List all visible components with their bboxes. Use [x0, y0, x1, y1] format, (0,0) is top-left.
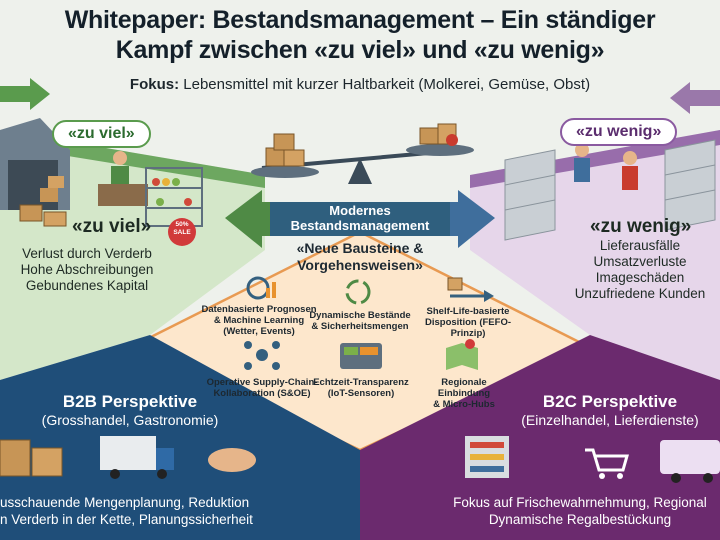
feature-echtzeit: Echtzeit-Transparenz (IoT-Sensoren)	[308, 377, 414, 399]
feature-line: & Sicherheitsmengen	[311, 321, 409, 332]
new-blocks-title-line1: «Neue Bausteine &	[296, 240, 424, 256]
feature-regional: Regionale Einbindung & Micro-Hubs	[414, 377, 514, 410]
feature-line: & Machine Learning	[213, 315, 305, 326]
sale-tag-label: 50% SALE	[173, 221, 191, 236]
page-title-line2: Kampf zwischen «zu viel» und «zu wenig»	[115, 36, 605, 64]
zu-wenig-item: Unzufriedene Kunden	[574, 286, 706, 301]
b2c-desc-line1: Fokus auf Frischewahrnehmung, Regional	[453, 495, 707, 510]
b2c-subheading: (Einzelhandel, Lieferdienste)	[521, 412, 699, 428]
feature-line: & Micro-Hubs	[433, 399, 495, 410]
feature-line: Shelf-Life-basierte	[426, 306, 510, 317]
center-label-line1: Modernes	[329, 203, 391, 218]
empty-shelves-icon	[504, 139, 716, 241]
cycle-arrows-icon	[345, 279, 371, 305]
feature-prognosen: Datenbasierte Prognosen & Machine Learni…	[200, 304, 318, 337]
feature-line: Disposition (FEFO-Prinzip)	[424, 317, 512, 339]
sale-tag-icon	[168, 218, 196, 246]
feature-dynamische-bestaende: Dynamische Bestände & Sicherheitsmengen	[304, 310, 416, 332]
zu-viel-item: Gebundenes Kapital	[25, 278, 149, 293]
subtitle-label: Fokus:	[129, 76, 180, 93]
b2b-heading: B2B Perspektive	[62, 392, 198, 411]
zu-viel-heading: «zu viel»	[72, 216, 152, 237]
center-label-line2: Bestandsmanagement	[290, 218, 430, 233]
feature-line: Regionale Einbindung	[437, 377, 491, 399]
zu-wenig-heading: «zu wenig»	[590, 216, 692, 237]
truck-icon	[100, 436, 174, 479]
b2c-heading: B2C Perspektive	[542, 392, 678, 411]
new-blocks-title-line2: Vorgehensweisen»	[297, 257, 423, 273]
feature-shelf-life: Shelf-Life-basierte Disposition (FEFO-Pr…	[408, 306, 528, 339]
boxes-icon	[19, 204, 67, 227]
handshake-icon	[208, 448, 256, 472]
b2b-subheading: (Grosshandel, Gastronomie)	[41, 412, 219, 428]
dashboard-icon	[340, 343, 382, 369]
warehouse-icon	[0, 118, 70, 210]
b2b-description: usschauende Mengenplanung, Reduktion n V…	[0, 494, 320, 528]
arrow-right-icon	[0, 78, 50, 110]
zu-wenig-pill: «zu wenig»	[560, 118, 678, 146]
store-shelf-icon	[465, 436, 509, 478]
pallet-boxes-icon	[0, 439, 63, 477]
shopping-cart-icon	[585, 448, 629, 479]
b2b-desc-line1: usschauende Mengenplanung, Reduktion	[0, 495, 250, 510]
feature-kollaboration: Operative Supply-Chain- Kollaboration (S…	[202, 377, 322, 399]
feature-line: (IoT-Sensoren)	[327, 388, 395, 399]
feature-line: Kollaboration (S&OE)	[213, 388, 311, 399]
customer-icon	[574, 143, 638, 190]
zu-viel-list: Verlust durch Verderb Hohe Abschreibunge…	[0, 246, 174, 294]
arrow-left-icon	[670, 82, 720, 114]
b2b-panel	[0, 335, 360, 540]
zu-wenig-item: Lieferausfälle	[599, 238, 681, 253]
zu-viel-item: Verlust durch Verderb	[22, 246, 152, 261]
zu-wenig-item: Umsatzverluste	[593, 254, 687, 269]
b2c-panel	[360, 335, 720, 540]
gear-chart-icon	[246, 276, 276, 300]
subtitle: Fokus: Lebensmittel mit kurzer Haltbarke…	[0, 76, 720, 93]
center-arrow-label: Modernes Bestandsmanagement	[270, 203, 450, 233]
double-arrow	[225, 190, 495, 248]
page-title-line1: Whitepaper: Bestandsmanagement – Ein stä…	[64, 6, 656, 34]
feature-line: Operative Supply-Chain-	[206, 377, 318, 388]
network-icon	[244, 341, 280, 370]
balance-scale-icon	[251, 123, 474, 184]
b2b-desc-line2: n Verderb in der Kette, Planungssicherhe…	[0, 512, 253, 527]
new-blocks-title: «Neue Bausteine & Vorgehensweisen»	[260, 240, 460, 274]
feature-line: Echtzeit-Transparenz	[313, 377, 409, 388]
zu-wenig-item: Imageschäden	[595, 270, 685, 285]
feature-line: Dynamische Bestände	[309, 310, 411, 321]
zu-viel-pill: «zu viel»	[52, 120, 151, 148]
subtitle-text: Lebensmittel mit kurzer Haltbarkeit (Mol…	[183, 76, 591, 93]
worker-icon	[98, 151, 148, 206]
zu-wenig-list: Lieferausfälle Umsatzverluste Imageschäd…	[560, 238, 720, 302]
feature-line: (Wetter, Events)	[223, 326, 295, 337]
map-pin-icon	[446, 339, 478, 370]
b2c-desc-line2: Dynamische Regalbestückung	[488, 512, 672, 527]
b2c-description: Fokus auf Frischewahrnehmung, Regional D…	[440, 494, 720, 528]
feature-line: Datenbasierte Prognosen	[201, 304, 317, 315]
zu-viel-item: Hohe Abschreibungen	[20, 262, 154, 277]
delivery-van-icon	[660, 440, 720, 483]
box-arrow-icon	[447, 277, 494, 302]
